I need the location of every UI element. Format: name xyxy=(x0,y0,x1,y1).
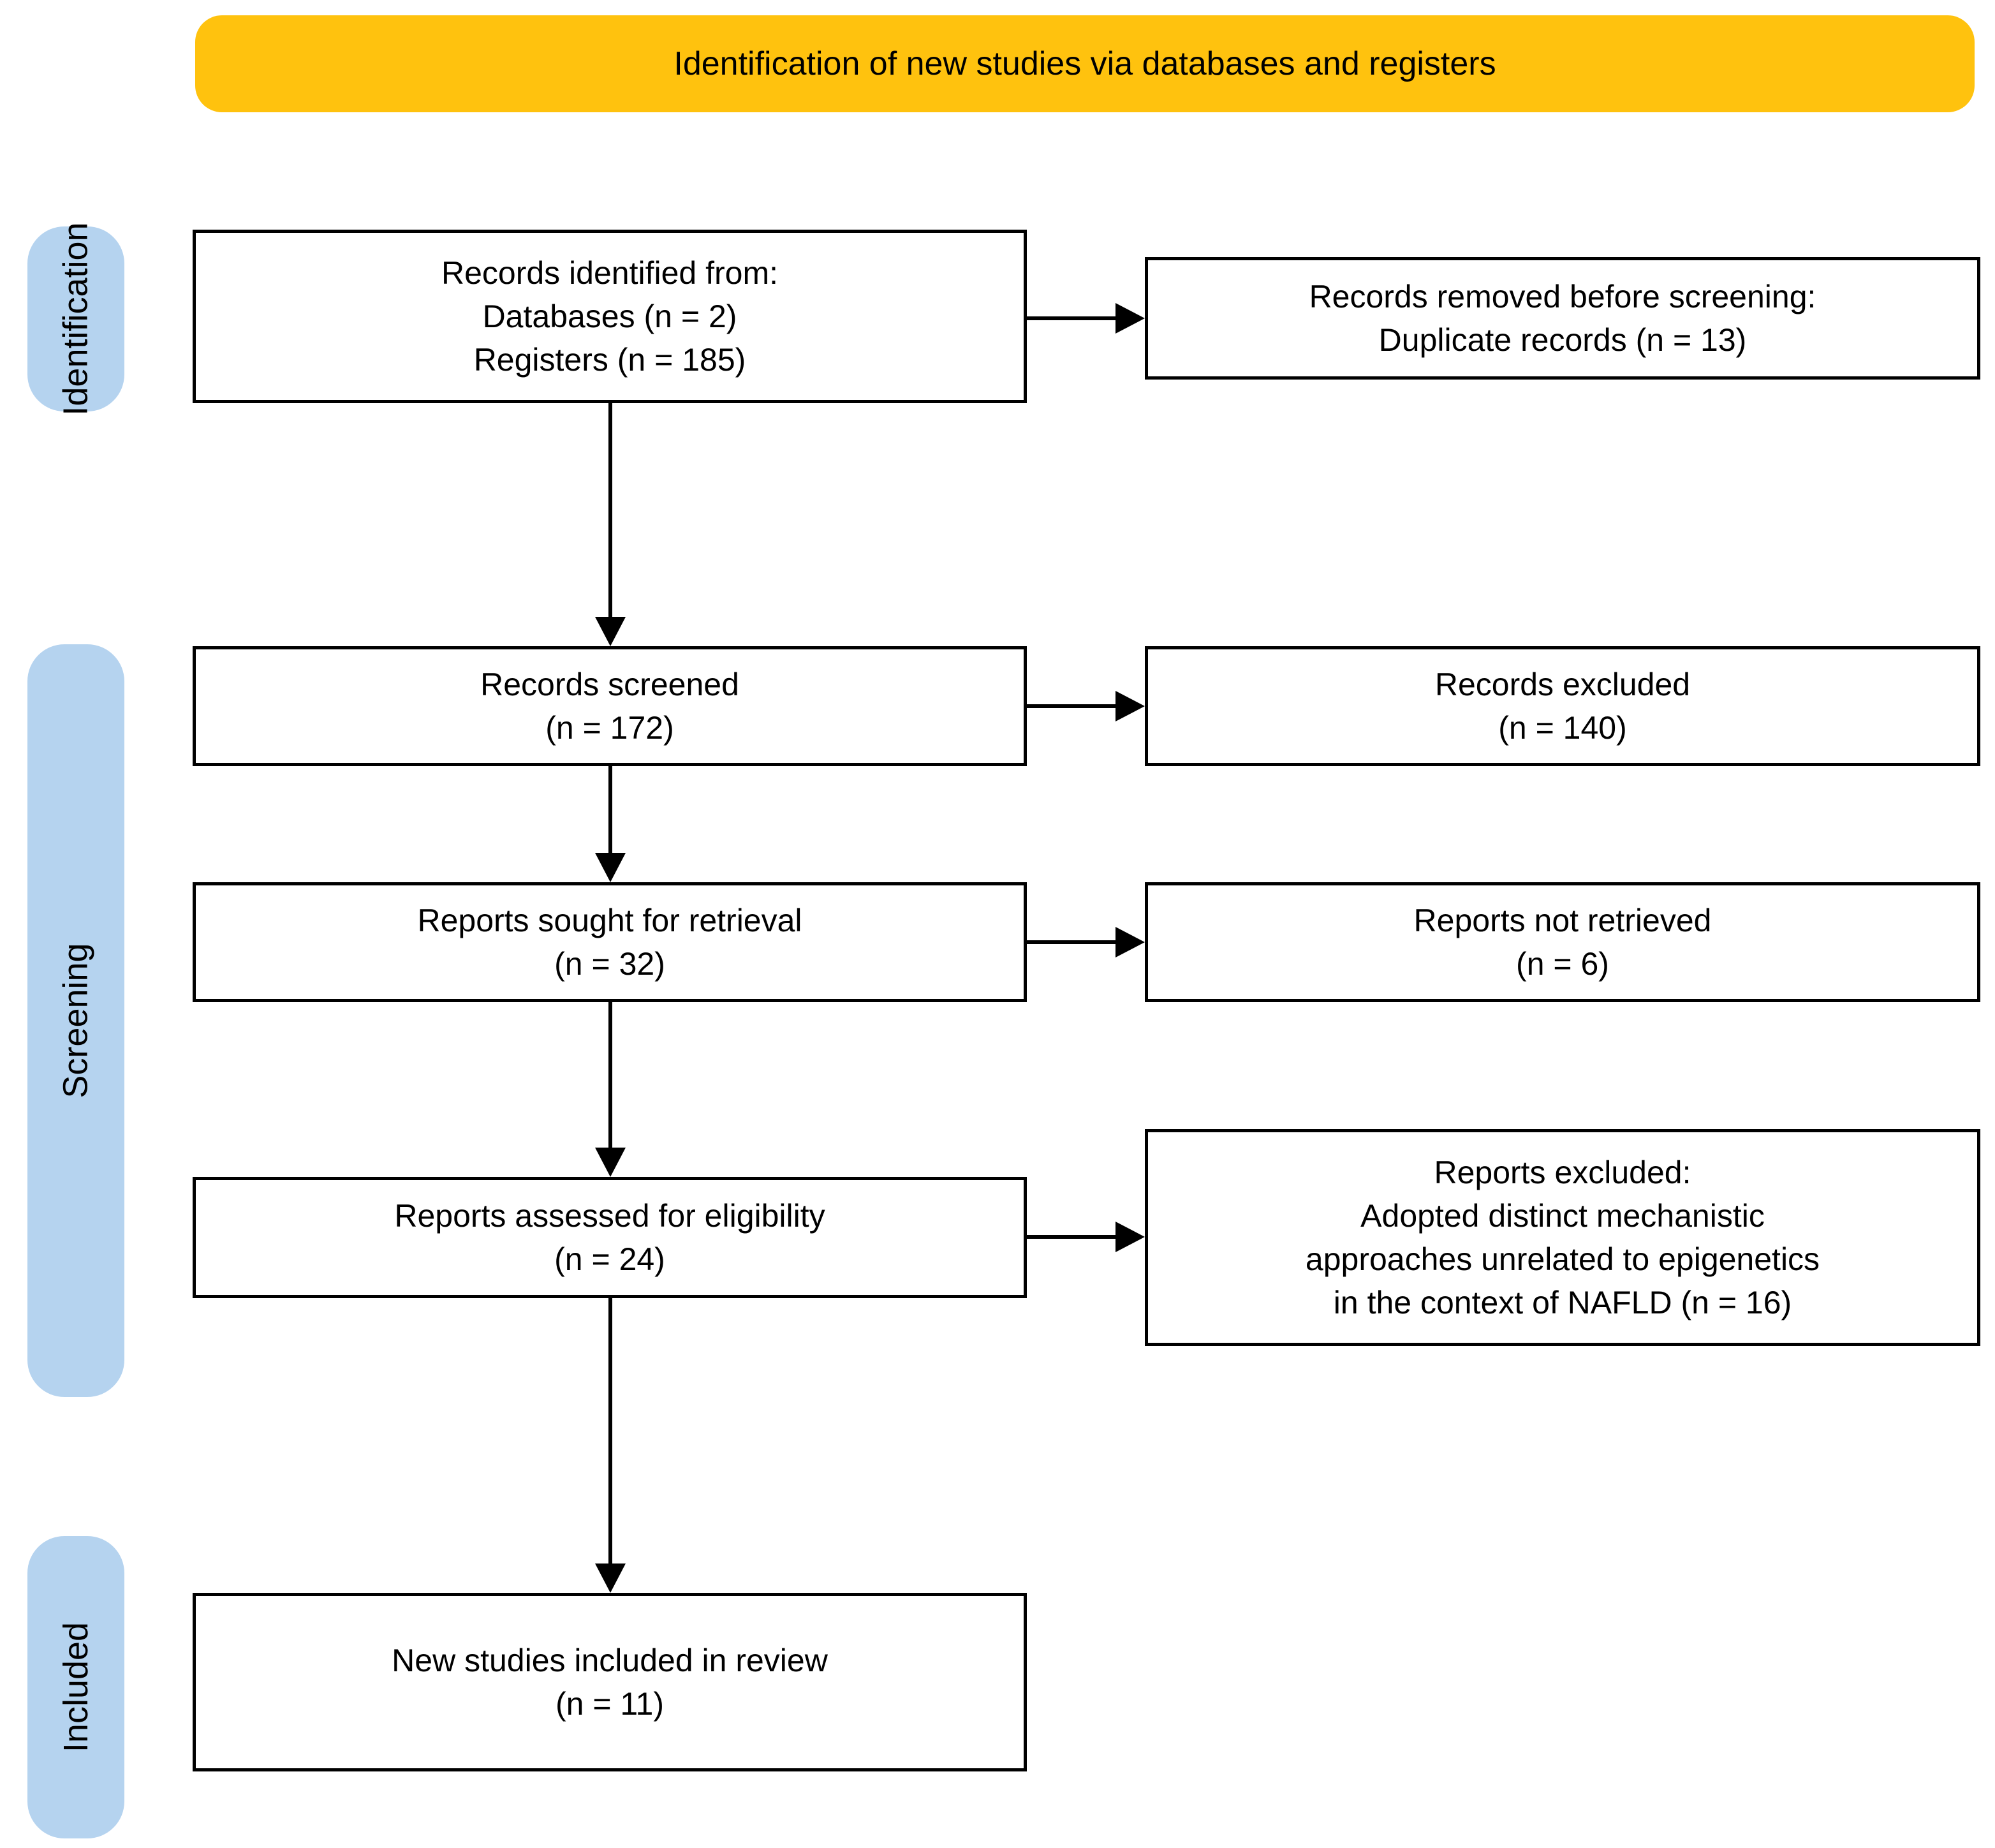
stage-included-label: Included xyxy=(57,1622,96,1753)
arrowhead-right-icon xyxy=(1115,1222,1145,1252)
box-records-identified-text: Records identified from: Databases (n = … xyxy=(441,255,778,378)
arrow-shaft xyxy=(608,403,612,619)
arrow-identified-to-removed xyxy=(1027,303,1145,334)
box-records-excluded-text: Records excluded (n = 140) xyxy=(1434,667,1691,746)
arrowhead-down-icon xyxy=(595,853,626,882)
box-reports-excluded: Reports excluded: Adopted distinct mecha… xyxy=(1145,1129,1980,1346)
box-reports-not-retrieved: Reports not retrieved (n = 6) xyxy=(1145,882,1980,1002)
arrow-shaft xyxy=(1027,316,1118,320)
box-reports-assessed: Reports assessed for eligibility (n = 24… xyxy=(193,1177,1027,1298)
box-reports-sought-text: Reports sought for retrieval (n = 32) xyxy=(417,903,802,982)
arrow-shaft xyxy=(1027,1235,1118,1239)
banner-title-label: Identification of new studies via databa… xyxy=(674,45,1496,82)
stage-screening: Screening xyxy=(27,644,124,1397)
arrow-screened-to-excluded xyxy=(1027,691,1145,721)
box-records-removed: Records removed before screening: Duplic… xyxy=(1145,257,1980,380)
box-reports-not-retrieved-text: Reports not retrieved (n = 6) xyxy=(1413,903,1712,982)
arrow-sought-to-assessed xyxy=(595,1002,626,1177)
arrow-assessed-to-reports-excluded xyxy=(1027,1222,1145,1252)
stage-screening-label: Screening xyxy=(57,943,96,1098)
arrowhead-down-icon xyxy=(595,617,626,646)
arrowhead-right-icon xyxy=(1115,691,1145,721)
arrow-shaft xyxy=(608,766,612,855)
box-records-identified: Records identified from: Databases (n = … xyxy=(193,230,1027,403)
box-new-studies-included: New studies included in review (n = 11) xyxy=(193,1593,1027,1771)
box-records-screened: Records screened (n = 172) xyxy=(193,646,1027,766)
arrowhead-down-icon xyxy=(595,1148,626,1177)
stage-identification: Identification xyxy=(27,222,124,416)
arrow-assessed-to-included xyxy=(595,1298,626,1593)
box-reports-assessed-text: Reports assessed for eligibility (n = 24… xyxy=(394,1198,825,1277)
arrowhead-down-icon xyxy=(595,1563,626,1593)
banner-title: Identification of new studies via databa… xyxy=(195,15,1975,112)
arrow-screened-to-sought xyxy=(595,766,626,882)
box-records-excluded: Records excluded (n = 140) xyxy=(1145,646,1980,766)
arrowhead-right-icon xyxy=(1115,927,1145,957)
arrow-identified-to-screened xyxy=(595,403,626,646)
arrow-shaft xyxy=(608,1002,612,1150)
stage-included: Included xyxy=(27,1536,124,1838)
box-new-studies-included-text: New studies included in review (n = 11) xyxy=(392,1643,828,1722)
arrow-shaft xyxy=(1027,704,1118,708)
stage-identification-label: Identification xyxy=(57,222,96,416)
box-reports-sought: Reports sought for retrieval (n = 32) xyxy=(193,882,1027,1002)
arrow-shaft xyxy=(608,1298,612,1566)
arrowhead-right-icon xyxy=(1115,303,1145,334)
arrow-shaft xyxy=(1027,940,1118,944)
box-reports-excluded-text: Reports excluded: Adopted distinct mecha… xyxy=(1305,1155,1820,1320)
box-records-removed-text: Records removed before screening: Duplic… xyxy=(1309,279,1816,358)
arrow-sought-to-not-retrieved xyxy=(1027,927,1145,957)
box-records-screened-text: Records screened (n = 172) xyxy=(480,667,739,746)
